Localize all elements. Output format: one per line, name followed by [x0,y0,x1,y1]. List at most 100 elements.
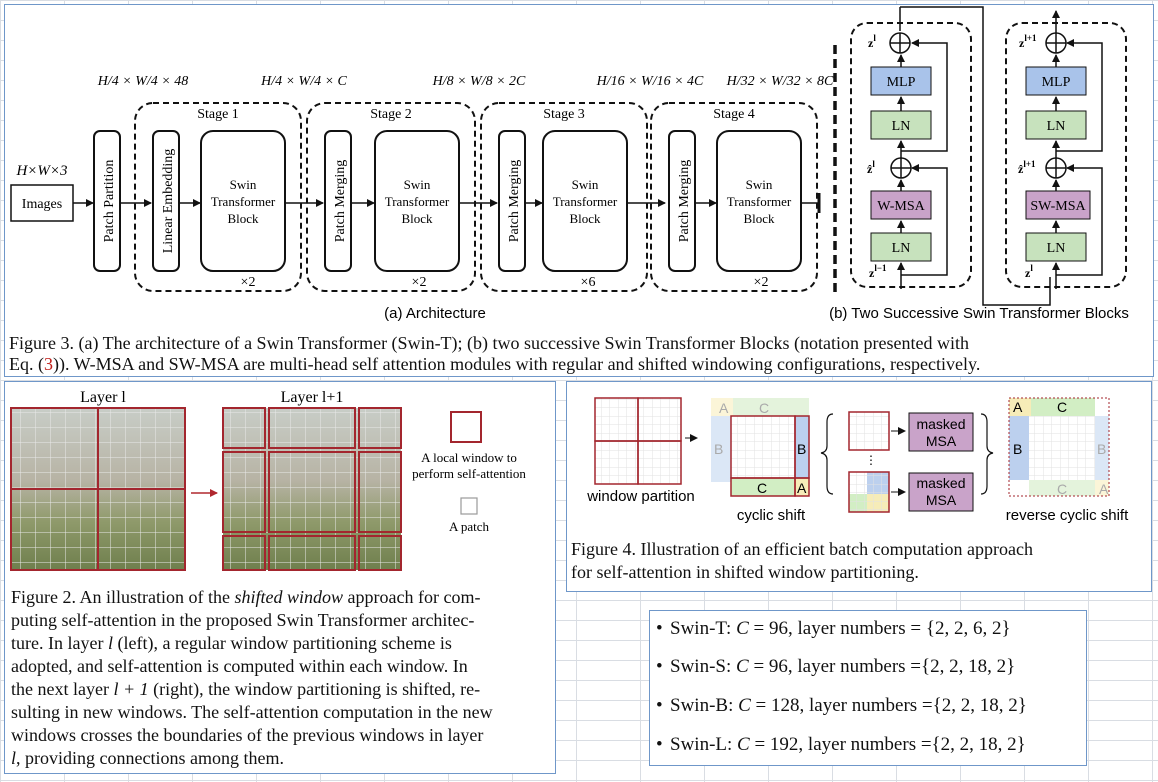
architecture-diagram: H/4 × W/4 × 48 H/4 × W/4 × C H/8 × W/8 ×… [10,6,1129,322]
vertical-dots: ⋮ [865,453,877,467]
block-b-mlp-label: MLP [1042,75,1071,90]
swin-block-4-line-3: Block [743,211,775,226]
cyclic-shift-label: cyclic shift [737,507,806,524]
figure-4-panel: window partition A C B B C A cyclic shif… [566,381,1152,592]
stage-3-repeat: ×6 [581,275,596,290]
shifted-window-diagram: Layer l Layer l+1 A loca [10,389,526,571]
masked-msa-top-line-2: MSA [926,433,957,449]
reverse-b-ghost: B [1097,441,1106,457]
block-a-mlp-label: MLP [887,75,916,90]
legend-window-line-2: perform self-attention [412,466,526,481]
spec-var: C [736,656,749,677]
bullet: • [656,656,663,677]
spec-name: Swin-S: [670,656,736,677]
block-b-z-hat: ẑl+1 [1018,159,1036,176]
bullet: • [656,618,663,639]
reverse-a: A [1013,399,1023,415]
fig4-caption-line-2: for self-attention in shifted window par… [571,562,919,582]
bullet: • [656,695,663,716]
subcaption-b: (b) Two Successive Swin Transformer Bloc… [829,305,1129,322]
cyclic-a-ghost: A [719,400,729,416]
swin-block-1-line-2: Transformer [211,194,276,209]
images-box [10,184,74,222]
stage-3-label: Stage 3 [543,107,585,122]
stage-1-frame [134,102,302,292]
swin-block-2-line-1: Swin [404,177,431,192]
reverse-b: B [1013,441,1022,457]
patch-merging-label-4: Patch Merging [677,160,692,243]
block-a-msa-label: W-MSA [877,199,925,214]
figure-3-caption-line-2: Eq. (3)). W-MSA and SW-MSA are multi-hea… [9,354,1151,375]
swin-block-2 [374,130,460,272]
fig2-caption-line-4: adopted, and self-attention is computed … [11,656,468,676]
block-b-z-out: zl+1 [1019,33,1037,50]
block-a-mlp [870,66,932,96]
stage-1-label: Stage 1 [197,107,239,122]
block-b-ln-bottom [1025,232,1087,262]
swin-block-1-line-1: Swin [230,177,257,192]
masked-msa-top-line-1: masked [916,416,965,432]
patch-merging-box-4 [668,130,696,272]
block-a-frame [850,22,972,288]
swin-block-2-line-3: Block [401,211,433,226]
small-window-top [848,411,890,451]
dim-stage1-in: H/4 × W/4 × 48 [97,74,188,89]
figure-4-caption: Figure 4. Illustration of an efficient b… [571,538,1149,584]
dim-stage4-out: H/32 × W/32 × 8C [726,74,834,89]
spec-name: Swin-L: [670,734,738,755]
swin-block-1-line-3: Block [227,211,259,226]
fig2-caption-line-1: Figure 2. An illustration of the shifted… [11,587,481,607]
input-dim: H×W×3 [15,163,67,179]
caption-eq-suffix: )). W-MSA and SW-MSA are multi-head self… [53,354,981,374]
figure-2-panel: Layer l Layer l+1 A loca [4,381,556,774]
dim-stage1-out: H/4 × W/4 × C [260,74,347,89]
swin-block-3-line-1: Swin [572,177,599,192]
cyclic-c: C [757,480,767,496]
block-a-z-in: zl−1 [869,263,887,280]
fig2-caption-line-8: l, providing connections among them. [11,748,284,768]
spec-swin-s: • Swin-S: C = 96, layer numbers ={2, 2, 1… [656,656,1015,678]
reverse-cyclic-shift-label: reverse cyclic shift [1006,507,1129,524]
spec-name: Swin-B: [670,695,739,716]
fig4-caption-line-1: Figure 4. Illustration of an efficient b… [571,539,1034,559]
patch-partition-label: Patch Partition [102,160,117,243]
swin-block-4-line-2: Transformer [727,194,792,209]
fig2-caption-line-3: ture. In layer l (left), a regular windo… [11,633,452,653]
bullet: • [656,734,663,755]
swin-block-3-line-3: Block [569,211,601,226]
block-b-ln-top [1025,110,1087,140]
fig2-caption-line-2: puting self-attention in the proposed Sw… [11,610,475,630]
patch-partition-box [93,130,121,272]
subcaption-a: (a) Architecture [384,305,486,322]
spec-swin-b: • Swin-B: C = 128, layer numbers ={2, 2, … [656,695,1027,717]
block-a-ln-top [870,110,932,140]
patch-merging-box-3 [498,130,526,272]
patch-merging-label-3: Patch Merging [507,160,522,243]
spec-var: C [738,695,751,716]
reverse-c-ghost: C [1057,481,1067,497]
masked-msa-box-bottom [908,472,974,512]
stage-4-frame [650,102,818,292]
stage-3-frame [480,102,648,292]
block-a-ln-bottom-label: LN [892,241,911,256]
patch-merging-label-2: Patch Merging [333,160,348,243]
model-variants-list: • Swin-T: C = 96, layer numbers = {2, 2, … [649,610,1087,766]
figure-3-panel: H/4 × W/4 × 48 H/4 × W/4 × C H/8 × W/8 ×… [4,4,1154,377]
spec-value: = 96, layer numbers ={2, 2, 18, 2} [748,656,1016,677]
reverse-a-ghost: A [1099,481,1109,497]
legend-patch-label: A patch [449,519,490,534]
figure-3-caption-line-1: Figure 3. (a) The architecture of a Swin… [9,333,969,353]
spec-swin-l: •Swin-L: C = 192, layer numbers ={2, 2, … [656,734,1026,756]
spec-value: = 96, layer numbers = {2, 2, 6, 2} [748,618,1011,639]
block-b-frame [1005,22,1127,288]
spec-name: Swin-T: [670,618,737,639]
block-b-z-in: zl [1025,263,1033,280]
spec-value: = 128, layer numbers ={2, 2, 18, 2} [750,695,1027,716]
cyclic-shift-diagram: window partition A C B B C A cyclic shif… [586,397,1129,524]
fig2-caption-line-6: sulting in new windows. The self-attenti… [11,702,493,722]
caption-eq-ref-link[interactable]: 3 [44,354,53,374]
block-b-msa-label: SW-MSA [1030,199,1086,214]
small-window-bottom [848,471,890,513]
cyclic-b: B [797,441,806,457]
spec-var: C [736,618,749,639]
